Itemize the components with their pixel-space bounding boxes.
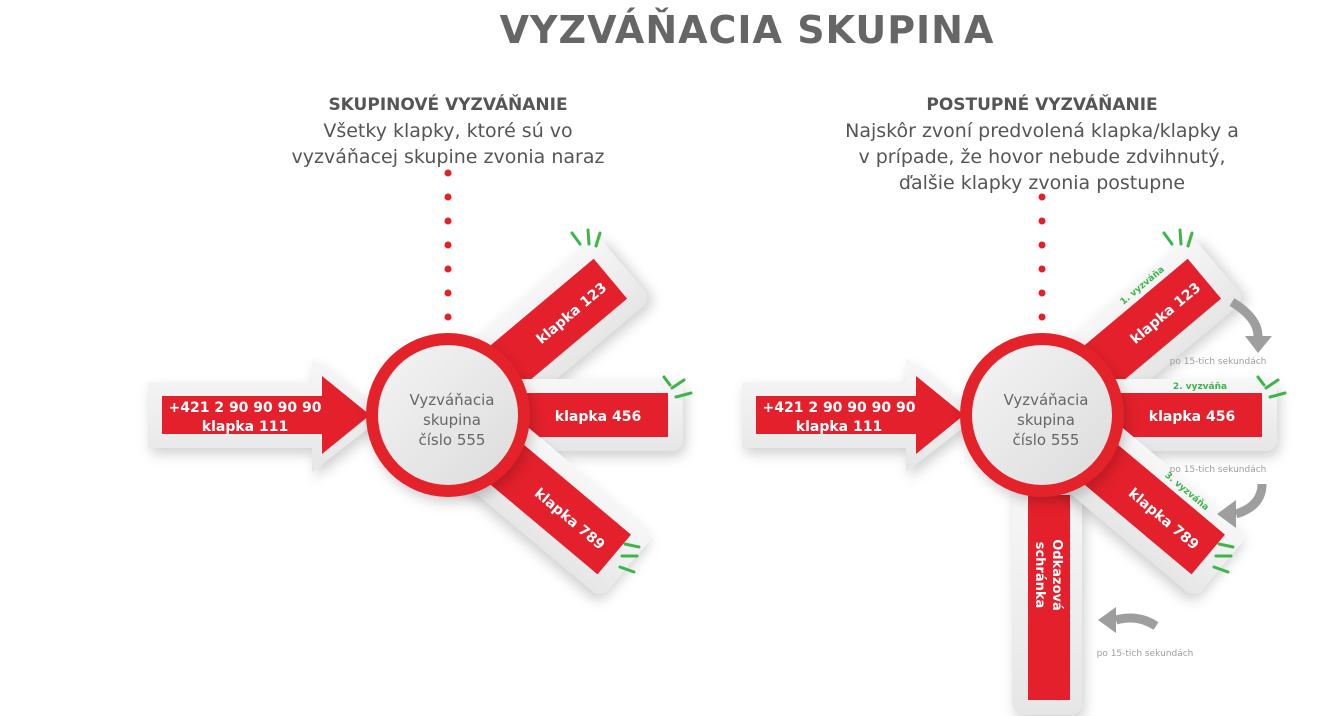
left-heading-title: SKUPINOVÉ VYZVÁŇANIE: [328, 95, 568, 115]
right-description-line-2: v prípade, že hovor nebude zdvihnutý,: [858, 146, 1226, 168]
right-group-line-3: číslo 555: [1013, 431, 1080, 449]
right-group-circle: Vyzváňacia skupina číslo 555: [960, 333, 1124, 497]
page-title: VYZVÁŇACIA SKUPINA: [499, 8, 995, 52]
arrowhead-icon-2: [1217, 500, 1236, 528]
voicemail-label-line-1: Odkazová: [1049, 539, 1064, 611]
arrowhead-icon-3: [1098, 607, 1116, 633]
left-dotted-connector: [444, 169, 452, 321]
left-ring-icon-123: [570, 228, 602, 248]
right-ring-icon-456: [1256, 375, 1287, 399]
right-diagram: +421 2 90 90 90 90 klapka 111 Odkazová s…: [742, 193, 1287, 715]
left-group-line-2: skupina: [423, 411, 481, 429]
right-ring-marks: [1162, 228, 1287, 574]
left-diagram: +421 2 90 90 90 90 klapka 111 klapka 123…: [148, 169, 693, 594]
curved-arrow-icon-2: [1234, 483, 1267, 519]
right-heading-title: POSTUPNÉ VYZVÁŇANIE: [926, 95, 1158, 115]
left-group-circle: Vyzváňacia skupina číslo 555: [366, 333, 530, 497]
left-group-line-3: číslo 555: [419, 431, 486, 449]
order-label-2: 2. vyzváňa: [1173, 382, 1227, 392]
right-group-line-2: skupina: [1017, 411, 1075, 429]
sequence-arrows: [1114, 298, 1267, 630]
left-ring-marks: [570, 228, 693, 574]
left-description-line-2: vyzváňacej skupine zvonia naraz: [291, 146, 605, 168]
left-panel-heading: SKUPINOVÉ VYZVÁŇANIE Všetky klapky, ktor…: [258, 92, 638, 170]
right-ring-icon-789: [1212, 542, 1235, 574]
left-caller-extension: klapka 111: [202, 419, 288, 435]
right-description-line-1: Najskôr zvoní predvolená klapka/klapky a: [845, 120, 1239, 142]
curved-arrow-icon-1: [1229, 298, 1263, 337]
curved-arrow-icon-3: [1114, 613, 1159, 630]
right-caller-number: +421 2 90 90 90 90: [763, 400, 916, 416]
right-voicemail: Odkazová schránka: [1012, 485, 1082, 715]
delay-label-2: po 15-tich sekundách: [1170, 465, 1267, 475]
right-extension-456-label: klapka 456: [1149, 409, 1235, 425]
right-panel-heading: POSTUPNÉ VYZVÁŇANIE Najskôr zvoní predvo…: [832, 92, 1252, 196]
right-caller-extension: klapka 111: [796, 419, 882, 435]
sequence-arrowheads: [1098, 336, 1272, 633]
arrowhead-icon-1: [1245, 336, 1272, 353]
left-caller-arrow: +421 2 90 90 90 90 klapka 111: [148, 358, 385, 472]
delay-labels: po 15-tich sekundách po 15-tich sekundác…: [1097, 357, 1267, 659]
right-extension-456: klapka 456 2. vyzváňa: [1082, 379, 1277, 451]
left-description-line-1: Všetky klapky, ktoré sú vo: [323, 120, 573, 142]
delay-label-1: po 15-tich sekundách: [1170, 357, 1267, 367]
left-extension-456-label: klapka 456: [555, 409, 641, 425]
left-ring-icon-789: [618, 542, 641, 574]
right-group-line-1: Vyzváňacia: [1004, 391, 1089, 409]
voicemail-label-line-2: schránka: [1032, 542, 1047, 609]
left-group-line-1: Vyzváňacia: [410, 391, 495, 409]
right-dotted-connector: [1038, 193, 1046, 321]
right-description-line-3: ďalšie klapky zvonia postupne: [898, 172, 1186, 194]
right-caller-arrow: +421 2 90 90 90 90 klapka 111: [742, 358, 979, 472]
left-ring-icon-456: [662, 375, 693, 399]
delay-label-3: po 15-tich sekundách: [1097, 649, 1194, 659]
left-caller-number: +421 2 90 90 90 90: [169, 400, 322, 416]
right-ring-icon-123: [1162, 228, 1194, 248]
